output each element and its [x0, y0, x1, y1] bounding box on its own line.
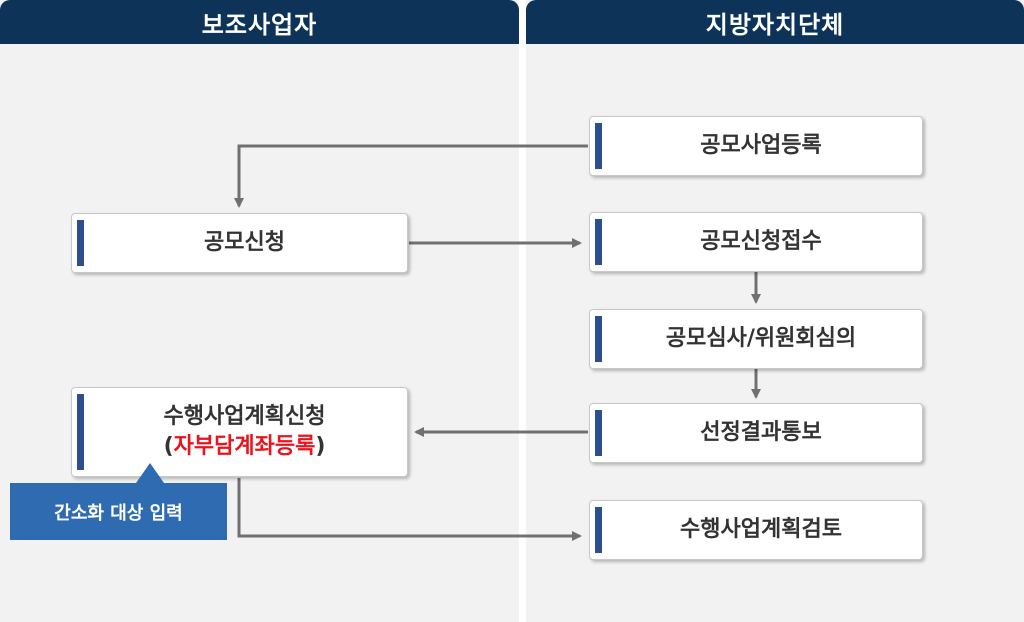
accent-bar — [595, 219, 602, 265]
plan-application-line1: 수행사업계획신청 — [163, 404, 326, 430]
plan-application-highlight: 자부담계좌등록 — [173, 434, 316, 459]
accent-bar — [595, 316, 602, 362]
simplification-callout: 간소화 대상 입력 — [10, 483, 227, 540]
lane-header-left: 보조사업자 — [0, 0, 519, 44]
arrow-registration-to-application — [234, 144, 588, 208]
box-registration-label: 공모사업등록 — [700, 133, 822, 159]
box-review-label: 공모심사/위원회심의 — [665, 326, 857, 352]
accent-bar — [595, 410, 602, 456]
box-application: 공모신청 — [71, 213, 408, 273]
callout-pointer — [136, 463, 164, 483]
box-notification-label: 선정결과통보 — [700, 420, 822, 446]
paren-close: ) — [315, 434, 326, 459]
accent-bar — [77, 220, 84, 266]
box-plan-application: 수행사업계획신청 (자부담계좌등록) — [71, 387, 408, 477]
box-plan-application-label: 수행사업계획신청 (자부담계좌등록) — [154, 402, 326, 461]
box-notification: 선정결과통보 — [589, 403, 923, 463]
paren-open: ( — [163, 434, 174, 459]
box-review: 공모심사/위원회심의 — [589, 309, 923, 369]
box-receipt: 공모신청접수 — [589, 212, 923, 272]
accent-bar — [595, 123, 602, 169]
accent-bar — [77, 394, 84, 470]
accent-bar — [595, 507, 602, 553]
box-registration: 공모사업등록 — [589, 116, 923, 176]
box-application-label: 공모신청 — [204, 230, 285, 256]
box-plan-review-label: 수행사업계획검토 — [680, 517, 842, 543]
box-plan-review: 수행사업계획검토 — [589, 500, 923, 560]
box-receipt-label: 공모신청접수 — [700, 229, 822, 255]
arrow-plan-application-to-plan-review — [237, 478, 582, 541]
lane-header-right: 지방자치단체 — [526, 0, 1024, 44]
